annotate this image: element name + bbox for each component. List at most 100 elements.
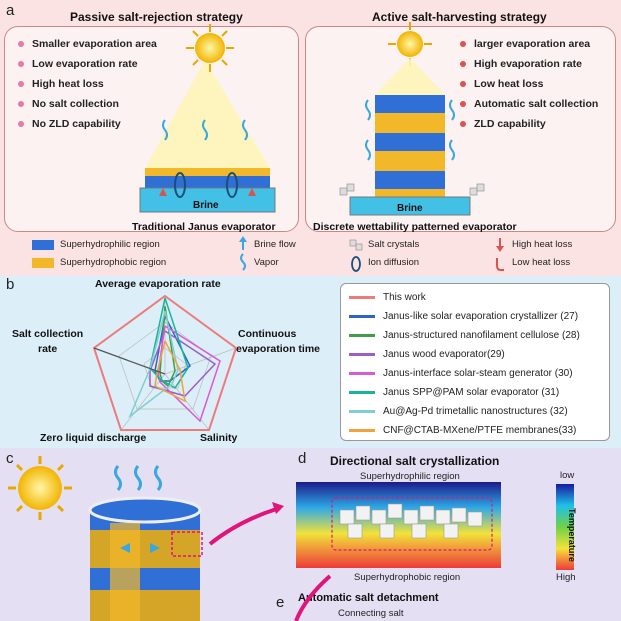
passive-bullet: No salt collection — [18, 94, 157, 114]
legend-salt-crystals: Salt crystals — [368, 239, 420, 250]
active-bullet: ZLD capability — [460, 114, 598, 134]
axis-label-salt-collection: Salt collection — [12, 328, 84, 340]
superhydrophilic-layer — [145, 176, 270, 188]
superhydrophilic-swatch — [32, 240, 54, 250]
legend-low-heat-loss: Low heat loss — [512, 257, 571, 268]
series-33 — [154, 340, 186, 403]
active-bullet: Low heat loss — [460, 74, 598, 94]
passive-bullet: No ZLD capability — [18, 114, 157, 134]
legend-ion-diffusion: Ion diffusion — [368, 257, 420, 268]
axis-label-salinity: Salinity — [200, 432, 238, 444]
series-this-work — [92, 294, 238, 431]
caption-left: Traditional Janus evaporator — [132, 221, 276, 233]
temp-low-label: low — [560, 470, 575, 481]
active-bullet: larger evaporation area — [460, 34, 598, 54]
light-cone — [145, 60, 270, 168]
superhydrophobic-layer — [145, 168, 270, 176]
panel-d-title: Directional salt crystallization — [330, 454, 500, 468]
vapor-icon — [365, 99, 455, 161]
legend-label: Janus-structured nanofilament cellulose … — [383, 330, 580, 341]
passive-bullets: Smaller evaporation area Low evaporation… — [18, 34, 157, 134]
series-29 — [149, 330, 217, 397]
legend-brine-flow: Brine flow — [254, 239, 296, 250]
brine-flow-icon — [239, 236, 247, 250]
legend-row: Janus wood evaporator(29) — [349, 345, 601, 364]
series-32 — [128, 310, 179, 419]
high-heat-loss-icon — [496, 238, 504, 252]
ion-diffusion-icon — [351, 256, 361, 272]
legend-row: Janus-interface solar-steam generator (3… — [349, 364, 601, 383]
radar-legend: This work Janus-like solar evaporation c… — [340, 283, 610, 441]
axis-label-continuous-2: evaporation time — [236, 343, 321, 355]
active-strategy-title: Active salt-harvesting strategy — [372, 10, 547, 24]
ion-diffusion-icon — [226, 172, 238, 198]
vapor-icon — [114, 465, 162, 491]
series-31 — [149, 297, 189, 390]
superhydrophobic-swatch — [32, 258, 54, 268]
ion-diffusion-icon — [174, 172, 186, 198]
panel-c: c d Directional salt crystallization Sup… — [0, 448, 621, 621]
e-sub-label: Connecting salt — [338, 608, 404, 619]
vapor-icon — [162, 119, 248, 141]
d-bottom-label: Superhydrophobic region — [354, 572, 461, 583]
passive-strategy-title: Passive salt-rejection strategy — [70, 10, 243, 24]
brine-label-left: Brine — [193, 200, 219, 211]
legend-row: Janus-structured nanofilament cellulose … — [349, 326, 601, 345]
passive-bullet: High heat loss — [18, 74, 157, 94]
cylinder-evaporator — [88, 496, 202, 621]
zoom-region — [171, 531, 203, 557]
caption-right: Discrete wettability patterned evaporato… — [313, 221, 517, 233]
salt-crystal-icon — [339, 183, 485, 196]
legend-label: Janus-interface solar-steam generator (3… — [383, 368, 573, 379]
legend-label: This work — [383, 292, 426, 303]
brine-label-right: Brine — [397, 203, 423, 214]
arrow-to-e — [294, 574, 332, 621]
crystallization-region — [296, 482, 501, 568]
discrete-evaporator — [375, 95, 445, 197]
active-bullet: High evaporation rate — [460, 54, 598, 74]
panel-b-letter: b — [6, 276, 15, 293]
panel-a: a Passive salt-rejection strategy Active… — [0, 0, 621, 276]
salt-collection-line — [93, 347, 166, 375]
salt-crystals — [339, 503, 483, 539]
legend-vapor: Vapor — [254, 257, 279, 268]
legend-row: CNF@CTAB-MXene/PTFE membranes(33) — [349, 421, 601, 440]
legend-label: Au@Ag-Pd trimetallic nanostructures (32) — [383, 406, 568, 417]
panel-c-illustration: Temperature — [8, 456, 577, 621]
panel-b: b Average evaporation rate Continuous ev… — [0, 276, 621, 448]
panel-c-letter: c — [6, 450, 14, 467]
radar-chart — [92, 294, 238, 431]
legend-label: CNF@CTAB-MXene/PTFE membranes(33) — [383, 425, 577, 436]
legend-label: Janus-like solar evaporation crystallize… — [383, 311, 579, 322]
panel-d-letter: d — [298, 450, 307, 467]
legend-label: Janus wood evaporator(29) — [383, 349, 505, 360]
legend-high-heat-loss: High heat loss — [512, 239, 573, 250]
axis-label-zld: Zero liquid discharge — [40, 432, 147, 444]
series-27 — [154, 315, 191, 382]
temp-high-label: High — [556, 572, 576, 583]
zoom-arrow — [208, 506, 281, 546]
legend-row: This work — [349, 288, 601, 307]
legend-superhydrophilic: Superhydrophilic region — [60, 239, 160, 250]
passive-bullet: Smaller evaporation area — [18, 34, 157, 54]
sun-icon — [186, 24, 234, 72]
legend-superhydrophobic: Superhydrophobic region — [60, 257, 167, 268]
d-top-label: Superhydrophilic region — [360, 471, 460, 482]
brine-tank-right — [349, 196, 471, 216]
sun-icon — [8, 456, 72, 520]
legend-row: Janus-like solar evaporation crystallize… — [349, 307, 601, 326]
panel-e-letter: e — [276, 594, 285, 611]
temperature-scale — [556, 484, 574, 570]
vapor-icon — [240, 253, 246, 271]
legend-row: Janus SPP@PAM solar evaporator (31) — [349, 383, 601, 402]
series-28 — [159, 305, 176, 388]
salt-crystal-icon — [349, 239, 363, 251]
active-bullets: larger evaporation area High evaporation… — [460, 34, 598, 134]
heat-loss-icon — [159, 188, 256, 196]
legend-row: Au@Ag-Pd trimetallic nanostructures (32) — [349, 402, 601, 421]
axis-label-continuous: Continuous — [238, 328, 297, 340]
axis-label-avg-rate: Average evaporation rate — [95, 278, 221, 290]
temperature-label: Temperature — [567, 508, 577, 562]
legend-label: Janus SPP@PAM solar evaporator (31) — [383, 387, 560, 398]
low-heat-loss-icon — [496, 258, 504, 271]
